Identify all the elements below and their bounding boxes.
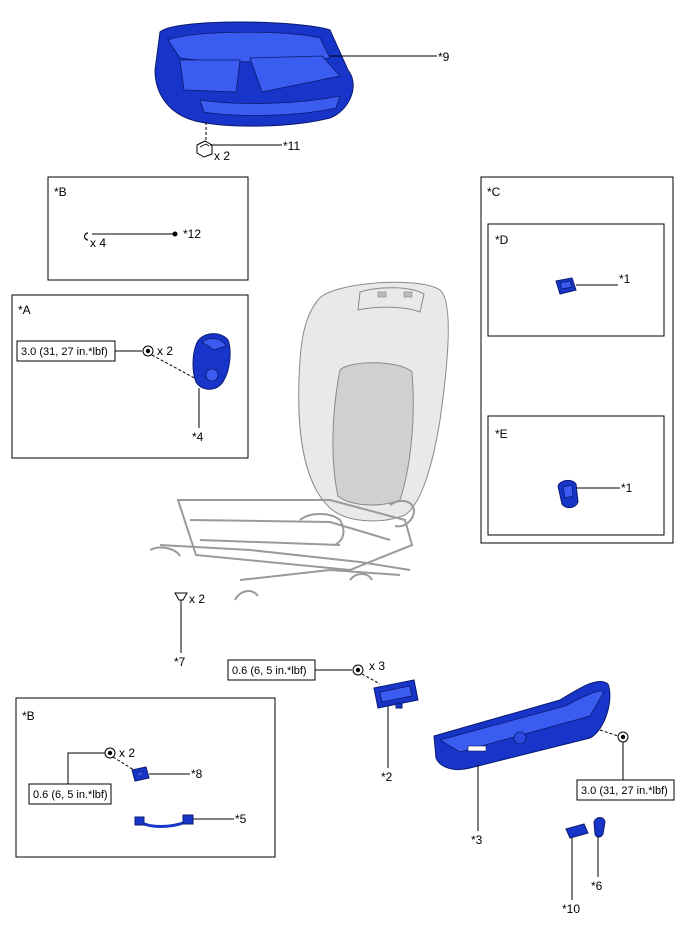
label-7: *7 — [174, 655, 186, 669]
pin-clip-icon — [174, 592, 188, 605]
label-12: *12 — [183, 227, 201, 241]
label-1-e: *1 — [621, 481, 633, 495]
bolt-icon-2 — [352, 664, 364, 676]
bolt-icon-3 — [617, 731, 629, 743]
recliner-cover-part — [192, 333, 231, 390]
box-b-top-title: *B — [54, 185, 67, 199]
label-8: *8 — [191, 767, 203, 781]
switch-bracket-part — [131, 766, 150, 782]
qty-11: x 2 — [214, 149, 230, 163]
qty-2: x 3 — [369, 659, 385, 673]
point-12 — [172, 231, 178, 237]
box-a — [11, 294, 249, 459]
label-2: *2 — [381, 770, 393, 784]
label-9: *9 — [438, 50, 450, 64]
front-seat-assembly — [149, 281, 449, 601]
box-a-title: *A — [18, 303, 31, 317]
torque-8-line — [67, 752, 105, 784]
label-10: *10 — [562, 902, 580, 916]
box-c-title: *C — [487, 185, 501, 199]
torque-3: 3.0 (31, 27 in.*lbf) — [581, 785, 668, 797]
torque-box-3 — [576, 779, 675, 801]
bolt-icon — [142, 345, 154, 357]
box-e-title: *E — [495, 427, 508, 441]
qty-a: x 2 — [157, 344, 173, 358]
box-d — [487, 223, 665, 337]
label-11: *11 — [283, 139, 300, 153]
box-e — [487, 415, 665, 536]
dashed-line-4 — [151, 354, 199, 381]
box-b-bottom — [15, 697, 276, 858]
wire-harness-part — [134, 814, 194, 828]
bolt-icon-8 — [104, 747, 116, 759]
power-seat-switch-part — [373, 679, 419, 709]
box-c — [480, 176, 674, 544]
recline-knob-part — [593, 817, 606, 838]
label-6: *6 — [591, 879, 603, 893]
qty-8: x 2 — [119, 746, 135, 760]
clip-icon — [196, 140, 213, 158]
slide-knob-part — [565, 823, 589, 839]
torque-box-8 — [28, 783, 112, 805]
switch-knob-d — [555, 277, 577, 295]
torque-8: 0.6 (6, 5 in.*lbf) — [33, 789, 108, 801]
dashed-line-2 — [361, 673, 381, 685]
seat-cushion-shield-part — [433, 680, 611, 771]
torque-a: 3.0 (31, 27 in.*lbf) — [21, 346, 108, 358]
label-5: *5 — [235, 812, 247, 826]
clip-c-icon — [83, 232, 89, 241]
label-1-d: *1 — [619, 272, 631, 286]
box-b-bottom-title: *B — [22, 709, 35, 723]
dashed-line-3 — [599, 729, 619, 737]
dashed-line-8 — [112, 756, 135, 771]
box-d-title: *D — [495, 233, 509, 247]
qty-12: x 4 — [90, 236, 106, 250]
seat-cushion-pad — [154, 21, 354, 127]
switch-knob-e — [557, 479, 579, 509]
qty-7: x 2 — [189, 592, 205, 606]
torque-2: 0.6 (6, 5 in.*lbf) — [232, 665, 307, 677]
label-4: *4 — [192, 430, 204, 444]
box-b-top — [47, 176, 249, 281]
label-3: *3 — [471, 833, 483, 847]
